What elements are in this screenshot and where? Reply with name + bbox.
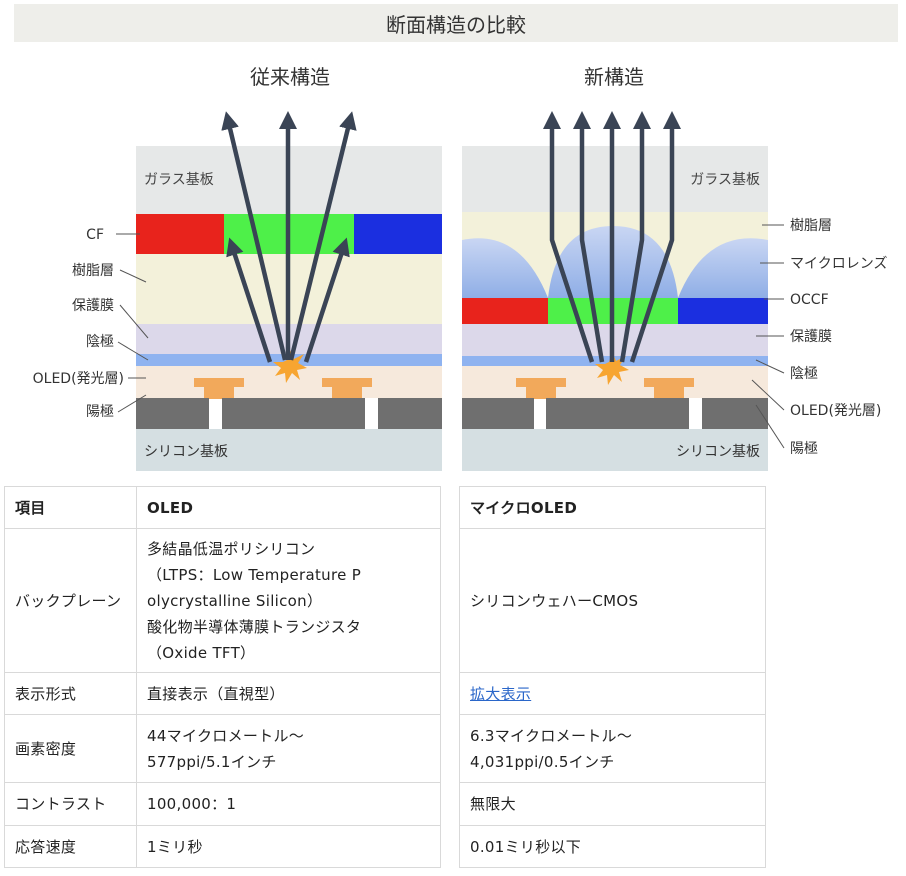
right-occf-blue	[678, 298, 768, 324]
row-oled-response: 1ミリ秒	[136, 825, 441, 868]
row-item-density: 画素密度	[4, 714, 137, 783]
right-anode-block-1	[462, 398, 534, 429]
left-label-cf: CF	[86, 227, 104, 243]
right-arrow-4	[619, 111, 651, 363]
right-label-glass: ガラス基板	[690, 171, 760, 188]
row-oled-contrast: 100,000：1	[136, 782, 441, 826]
right-arrow-5	[629, 111, 681, 363]
row-micro-response: 0.01ミリ秒以下	[459, 825, 766, 868]
right-silicon-layer	[462, 429, 768, 471]
row-item-response: 応答速度	[4, 825, 137, 868]
left-arrow-5	[303, 237, 350, 363]
row-micro-density: 6.3マイクロメートル～ 4,031ppi/0.5インチ	[459, 714, 766, 783]
right-label-silicon: シリコン基板	[676, 443, 760, 460]
right-microlens-1	[462, 238, 548, 298]
right-arrow-2	[573, 111, 605, 363]
right-structure-title: 新構造	[584, 65, 644, 89]
right-protective-layer	[462, 324, 768, 356]
left-label-oled: OLED(発光層)	[33, 371, 124, 387]
right-label-anode: 陽極	[790, 441, 818, 457]
left-anode-block-1	[136, 398, 209, 429]
right-label-cathode: 陰極	[790, 366, 818, 382]
table-row: 表示形式 直接表示（直視型） 拡大表示	[4, 672, 766, 715]
row-item-contrast: コントラスト	[4, 782, 137, 826]
row-item-backplane: バックプレーン	[4, 528, 137, 673]
left-arrow-3	[288, 111, 357, 361]
row-micro-display: 拡大表示	[459, 672, 766, 715]
left-label-glass: ガラス基板	[144, 171, 214, 188]
right-label-protective: 保護膜	[790, 329, 832, 345]
right-occf-red	[462, 298, 548, 324]
right-glass-layer	[462, 146, 768, 212]
right-label-oled: OLED(発光層)	[790, 403, 881, 419]
header-micro-oled: マイクロOLED	[459, 486, 766, 529]
comparison-table: 項目 OLED マイクロOLED バックプレーン 多結晶低温ポリシリコン （LT…	[4, 486, 766, 868]
left-label-silicon: シリコン基板	[144, 443, 228, 460]
header-item: 項目	[4, 486, 137, 529]
right-electrode-1	[516, 378, 566, 399]
left-cf-red	[136, 214, 224, 254]
left-structure-title: 従来構造	[250, 65, 330, 89]
left-cf-blue	[354, 214, 442, 254]
row-micro-backplane: シリコンウェハーCMOS	[459, 528, 766, 673]
right-label-resin: 樹脂層	[790, 218, 832, 234]
left-arrow-1	[221, 111, 288, 361]
row-oled-backplane: 多結晶低温ポリシリコン （LTPS：Low Temperature P olyc…	[136, 528, 441, 673]
table-row: バックプレーン 多結晶低温ポリシリコン （LTPS：Low Temperatur…	[4, 528, 766, 673]
left-label-cathode: 陰極	[86, 334, 114, 350]
left-anode-block-2	[222, 398, 365, 429]
left-electrode-2	[322, 378, 372, 399]
left-label-protective: 保護膜	[72, 298, 114, 314]
left-light-arrows	[221, 111, 357, 363]
table-row: コントラスト 100,000：1 無限大	[4, 782, 766, 826]
right-electrode-2	[644, 378, 694, 399]
row-item-display: 表示形式	[4, 672, 137, 715]
left-label-resin: 樹脂層	[72, 263, 114, 279]
row-oled-display: 直接表示（直視型）	[136, 672, 441, 715]
right-arrow-1	[543, 111, 595, 363]
row-micro-contrast: 無限大	[459, 782, 766, 826]
right-anode-block-2	[546, 398, 689, 429]
right-microlens-3	[678, 238, 768, 298]
left-label-anode: 陽極	[86, 404, 114, 420]
page-title: 断面構造の比較	[14, 4, 898, 42]
right-label-occf: OCCF	[790, 292, 829, 308]
left-electrode-1	[194, 378, 244, 399]
left-anode-block-3	[378, 398, 442, 429]
cross-section-diagram: 従来構造 新構造 ガラス基板 シリコン基板 CF 樹脂層 保護膜 陰極	[33, 65, 887, 471]
right-anode-block-3	[702, 398, 768, 429]
header-oled: OLED	[136, 486, 441, 529]
table-header-row: 項目 OLED マイクロOLED	[4, 486, 766, 529]
left-arrow-4	[226, 237, 273, 363]
row-oled-density: 44マイクロメートル～ 577ppi/5.1インチ	[136, 714, 441, 783]
left-stack: ガラス基板 シリコン基板 CF 樹脂層 保護膜 陰極 OLED(発光層) 陽極	[33, 111, 442, 471]
right-stack: ガラス基板 シリコン基板 樹脂層 マイクロレンズ OCCF 保護膜 陰極 OLE…	[462, 111, 887, 471]
left-silicon-layer	[136, 429, 442, 471]
left-emission-burst	[273, 350, 307, 383]
right-light-arrows	[543, 111, 681, 363]
magnified-display-link[interactable]: 拡大表示	[470, 684, 532, 703]
right-label-microlens: マイクロレンズ	[790, 256, 887, 272]
table-row: 画素密度 44マイクロメートル～ 577ppi/5.1インチ 6.3マイクロメー…	[4, 714, 766, 783]
left-under-layer	[136, 388, 442, 398]
left-leader-lines	[116, 233, 149, 413]
right-leader-lines	[751, 224, 785, 449]
table-row: 応答速度 1ミリ秒 0.01ミリ秒以下	[4, 825, 766, 868]
